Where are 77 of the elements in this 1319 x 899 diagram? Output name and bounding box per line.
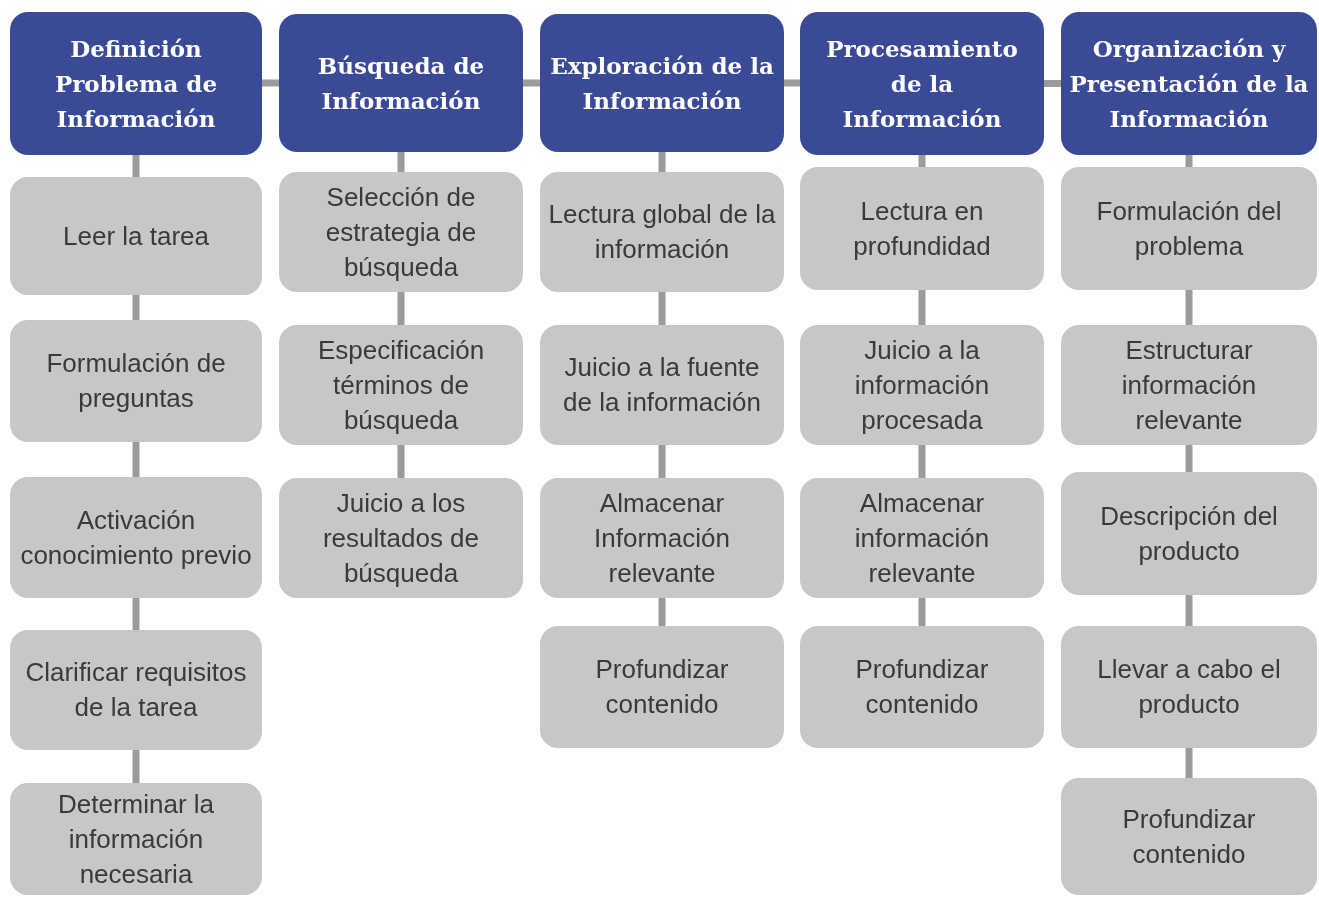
connector-line bbox=[262, 79, 279, 87]
step-box bbox=[10, 783, 262, 895]
step-text: Activación conocimiento previo bbox=[19, 503, 253, 572]
connector-line bbox=[1044, 80, 1061, 87]
step-text: Profundizar contenido bbox=[1121, 802, 1257, 871]
connector-line bbox=[132, 598, 140, 630]
step-text: Juicio a la fuente de la información bbox=[562, 351, 762, 419]
phase-header-box bbox=[279, 14, 523, 152]
phase-header-box bbox=[540, 14, 784, 152]
connector-line bbox=[784, 79, 800, 87]
connector-line bbox=[658, 598, 666, 626]
step-text: Profundizar contenido bbox=[854, 653, 990, 721]
connector-line bbox=[1185, 595, 1193, 626]
step-box bbox=[10, 177, 262, 295]
connector-line bbox=[918, 445, 926, 478]
step-box bbox=[10, 320, 262, 442]
phase-header-box bbox=[10, 12, 262, 155]
step-text: Leer la tarea bbox=[63, 219, 209, 253]
phase-title: Búsqueda de Información bbox=[316, 51, 486, 116]
step-text: Almacenar Información relevante bbox=[593, 486, 731, 590]
step-text: Formulación del problema bbox=[1095, 194, 1283, 263]
step-text: Formulación de preguntas bbox=[45, 347, 227, 415]
connector-line bbox=[1185, 155, 1193, 167]
step-box bbox=[279, 172, 523, 292]
step-box bbox=[279, 478, 523, 598]
phase-title: Procesamiento de la Información bbox=[825, 34, 1019, 134]
step-text: Almacenar información relevante bbox=[853, 486, 991, 590]
phase-header-box bbox=[1061, 12, 1317, 155]
step-text: Especificación términos de búsqueda bbox=[316, 333, 486, 437]
phase-title: Definición Problema de Información bbox=[53, 34, 219, 134]
step-box bbox=[1061, 167, 1317, 290]
connector-line bbox=[523, 79, 540, 87]
step-box bbox=[540, 325, 784, 445]
step-box bbox=[1061, 472, 1317, 595]
step-box bbox=[1061, 778, 1317, 895]
step-box bbox=[540, 172, 784, 292]
step-box bbox=[800, 626, 1044, 748]
connector-line bbox=[397, 445, 405, 478]
step-box bbox=[800, 325, 1044, 445]
connector-line bbox=[1185, 748, 1193, 778]
connector-line bbox=[132, 155, 140, 177]
step-text: Juicio a los resultados de búsqueda bbox=[321, 486, 481, 590]
step-text: Determinar la información necesaria bbox=[56, 787, 216, 891]
step-box bbox=[10, 630, 262, 750]
step-box bbox=[1061, 626, 1317, 748]
step-text: Lectura global de la información bbox=[548, 198, 776, 266]
step-text: Lectura en profundidad bbox=[852, 194, 992, 263]
connector-line bbox=[132, 750, 140, 783]
step-text: Clarificar requisitos de la tarea bbox=[24, 656, 248, 724]
connector-line bbox=[1185, 290, 1193, 325]
connector-line bbox=[132, 442, 140, 477]
step-text: Descripción del producto bbox=[1099, 499, 1279, 568]
phase-title: Exploración de la Información bbox=[549, 51, 775, 116]
connector-line bbox=[658, 445, 666, 478]
connector-line bbox=[918, 598, 926, 626]
connector-line bbox=[397, 292, 405, 325]
step-box bbox=[540, 478, 784, 598]
step-box bbox=[800, 167, 1044, 290]
connector-line bbox=[918, 155, 926, 167]
step-text: Llevar a cabo el producto bbox=[1096, 653, 1282, 721]
step-box bbox=[800, 478, 1044, 598]
connector-line bbox=[658, 152, 666, 172]
step-text: Juicio a la información procesada bbox=[853, 333, 991, 437]
step-text: Profundizar contenido bbox=[594, 653, 730, 721]
connector-line bbox=[397, 152, 405, 172]
step-box bbox=[10, 477, 262, 598]
step-box bbox=[1061, 325, 1317, 445]
step-box bbox=[540, 626, 784, 748]
connector-line bbox=[132, 295, 140, 320]
connector-line bbox=[918, 290, 926, 325]
phase-header-box bbox=[800, 12, 1044, 155]
step-text: Selección de estrategia de búsqueda bbox=[324, 180, 478, 284]
step-box bbox=[279, 325, 523, 445]
step-text: Estructurar información relevante bbox=[1120, 333, 1258, 437]
connector-line bbox=[1185, 445, 1193, 472]
connector-line bbox=[658, 292, 666, 325]
phase-title: Organización y Presentación de la Información bbox=[1069, 34, 1309, 134]
